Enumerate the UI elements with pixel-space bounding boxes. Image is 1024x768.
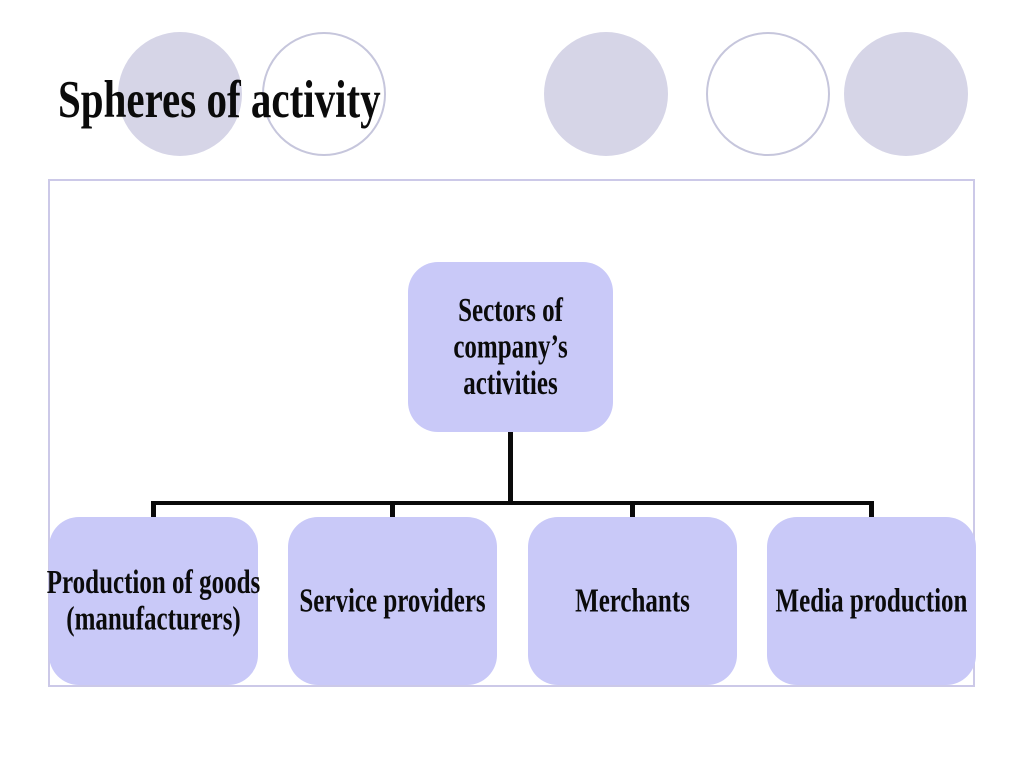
decor-circle-filled (118, 32, 242, 156)
org-node-service-providers: Service providers (288, 517, 497, 685)
org-node-label: Media production (775, 582, 968, 620)
decor-circle-outline (706, 32, 830, 156)
decor-circle-filled (544, 32, 668, 156)
connector-horizontal-bar (151, 501, 874, 505)
org-node-merchants: Merchants (528, 517, 737, 685)
decor-circle-filled (844, 32, 968, 156)
connector-stub (151, 501, 156, 517)
connector-root-vertical (508, 432, 513, 505)
decor-circle-outline (262, 32, 386, 156)
connector-stub (869, 501, 874, 517)
org-node-media-production: Media production (767, 517, 976, 685)
org-node-label: Production of goods (manufacturers) (46, 564, 261, 638)
slide-title: Spheres of activity (58, 69, 381, 129)
connector-stub (390, 501, 395, 517)
org-node-production-of-goods: Production of goods (manufacturers) (47, 517, 260, 685)
org-node-label: Sectors of company’s activities (453, 292, 568, 402)
org-node-label: Service providers (299, 582, 486, 620)
connector-stub (630, 501, 635, 517)
org-node-root: Sectors of company’s activities (408, 262, 613, 432)
org-node-label: Merchants (575, 582, 690, 620)
